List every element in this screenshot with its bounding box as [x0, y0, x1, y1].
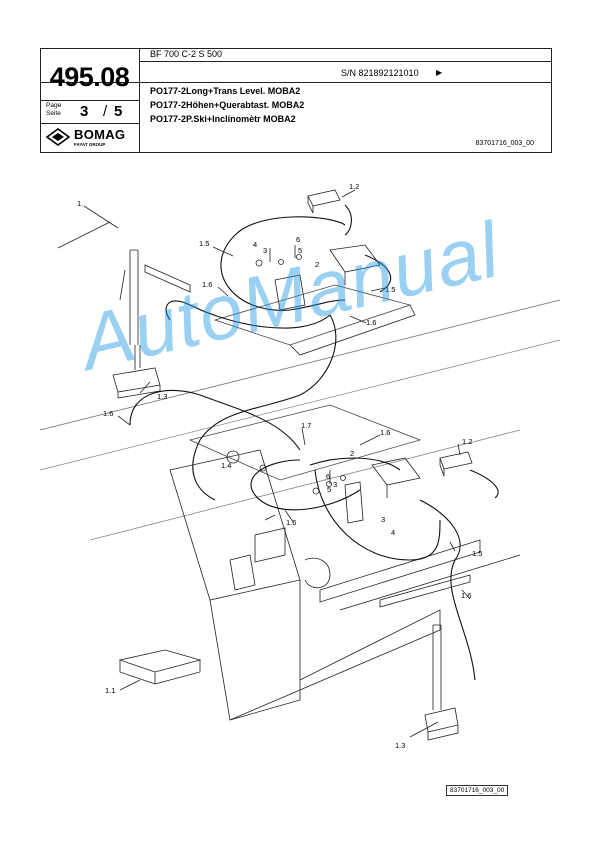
- header-divider: [40, 123, 139, 124]
- callout-label: 2: [350, 449, 355, 458]
- logo-subtitle: FAYAT GROUP: [74, 142, 106, 147]
- callout-label: 6: [326, 472, 331, 481]
- callout-label: 5: [298, 246, 303, 255]
- callout-label: 1.6: [103, 409, 114, 418]
- callout-label: 4: [391, 528, 396, 537]
- callout-label: 1.6: [286, 518, 297, 527]
- page-total: 5: [114, 103, 123, 120]
- callout-label: 3: [381, 515, 386, 524]
- footer-drawing-number: 83701716_003_00: [446, 785, 509, 796]
- header-block: BF 700 C-2 S 500 S/N 821892121010 ▶ 495.…: [40, 48, 552, 153]
- document-number: 495.08: [49, 62, 130, 92]
- serial-number: S/N 821892121010: [341, 68, 419, 78]
- callout-label: 1.1: [105, 686, 116, 695]
- callout-label: 1.: [77, 199, 84, 208]
- callout-label: 1.6: [366, 318, 377, 327]
- title-line-de: PO177-2Höhen+Querabtast. MOBA2: [150, 100, 305, 110]
- callout-label: 1.4: [221, 461, 232, 470]
- page-separator: /: [103, 103, 108, 120]
- header-divider: [139, 48, 140, 153]
- header-divider: [40, 82, 552, 83]
- model-label: BF 700 C-2 S 500: [150, 49, 223, 59]
- callout-label: 1.7: [301, 421, 312, 430]
- callout-label: 5: [327, 485, 332, 494]
- callout-label: 1.6: [461, 591, 472, 600]
- page-label: Page Seite: [46, 102, 62, 117]
- callout-label: 1.3: [157, 392, 168, 401]
- title-line-en: PO177-2Long+Trans Level. MOBA2: [150, 86, 301, 96]
- page-current: 3: [80, 103, 89, 120]
- title-line-fr: PO177-2P.Ski+Inclinomètr MOBA2: [150, 114, 296, 124]
- callout-label: 1.5: [472, 549, 483, 558]
- callout-label: 1.6: [380, 428, 391, 437]
- callout-label: 6: [296, 235, 301, 244]
- callout-label: 1.2: [349, 182, 360, 191]
- callout-label: 3: [263, 246, 268, 255]
- callout-label: 3: [333, 480, 338, 489]
- bomag-diamond-icon: [46, 128, 70, 146]
- callout-label: 2: [315, 260, 320, 269]
- callout-label: 1.3: [395, 741, 406, 750]
- next-arrow-icon[interactable]: ▶: [436, 68, 443, 77]
- callout-label: 1.5: [385, 285, 396, 294]
- callout-label: 1.6: [202, 280, 213, 289]
- header-divider: [40, 100, 139, 101]
- callout-label: 4: [253, 240, 258, 249]
- header-divider: [139, 61, 552, 62]
- callout-label: 1.2: [462, 437, 473, 446]
- callout-label: 1.5: [199, 239, 210, 248]
- drawing-number: 83701716_003_00: [475, 140, 534, 147]
- logo: BOMAG: [74, 127, 126, 142]
